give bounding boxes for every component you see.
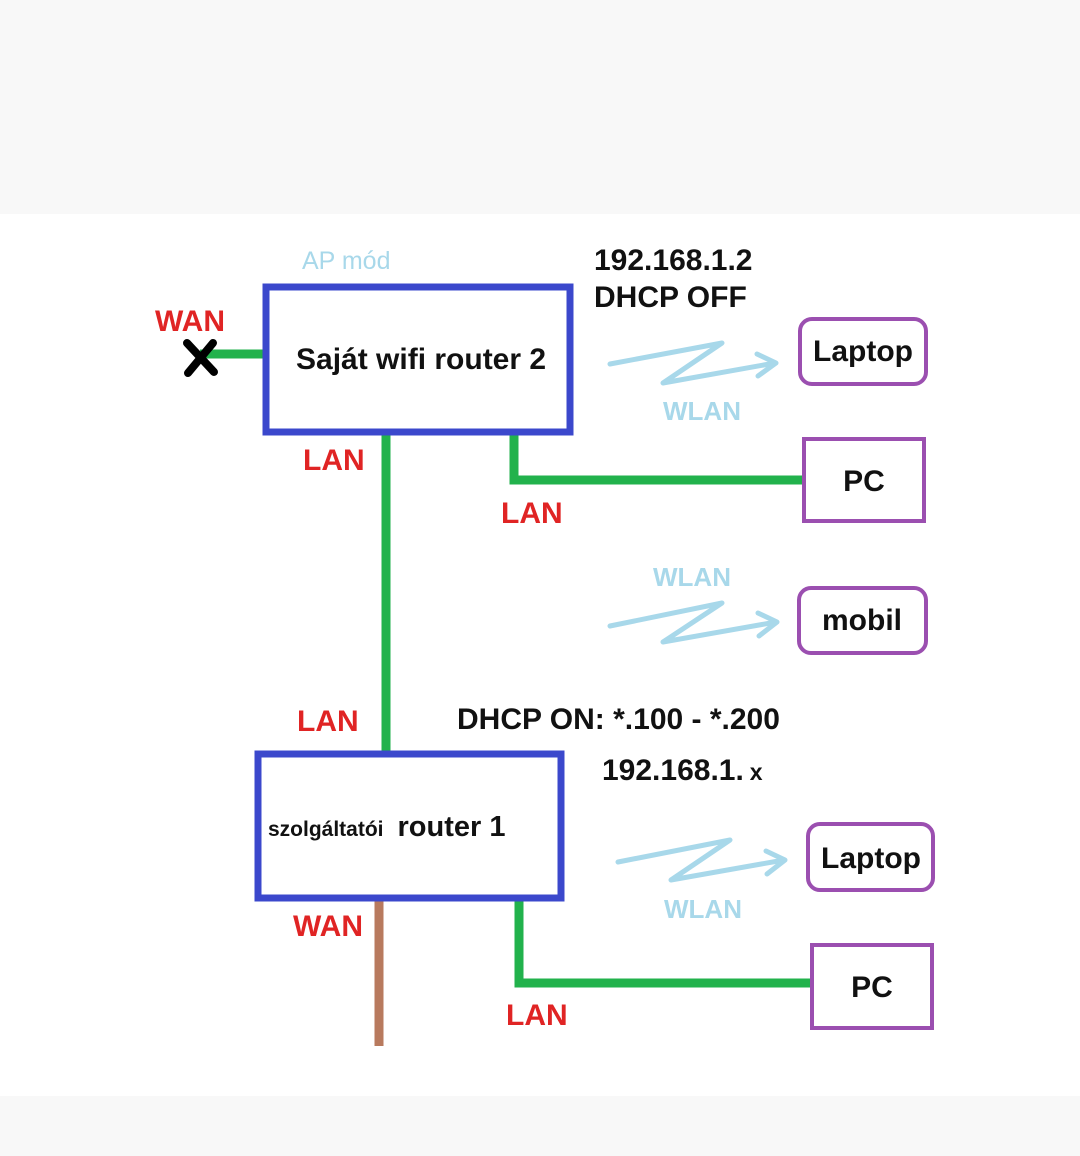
mobil-box [797,586,928,655]
wlan-arrow-bottom-icon [615,837,788,883]
laptop-bottom-label: Laptop [821,842,921,875]
disconnected-x-icon [183,339,218,377]
lan-line-router1-pc [514,898,815,988]
wlan-arrow-top-icon [607,340,779,386]
router2-lan-down-label: LAN [303,444,365,477]
pc-top-label: PC [843,465,885,498]
router2-label: Saját wifi router 2 [296,343,546,376]
laptop-top-label: Laptop [813,335,913,368]
wlan-middle-label: WLAN [653,562,731,592]
router2-lan-pc-label: LAN [501,497,563,530]
laptop-top-box [798,317,928,386]
mobil-label: mobil [822,604,902,637]
router2-mode-label: AP mód [302,247,390,275]
router1-dhcp-label: DHCP ON: *.100 - *.200 [457,703,780,736]
router1-label-main: router 1 [398,811,506,843]
router2-wan-label: WAN [155,305,225,338]
router1-label-prefix: szolgáltatói [268,818,384,841]
router1-lan-pc-label: LAN [506,999,568,1032]
router1-label: szolgáltatói router 1 [268,811,506,843]
pc-top-box [802,437,926,523]
laptop-bottom-box [806,822,935,892]
router1-box [254,750,565,902]
lan-line-router2-pc [509,432,808,485]
router2-dhcp-label: DHCP OFF [594,281,747,314]
wlan-top-label: WLAN [663,396,741,426]
pc-bottom-box [810,943,934,1030]
wlan-arrow-middle-icon [607,600,780,645]
router1-ip-label: 192.168.1.x [602,754,763,787]
router1-wan-label: WAN [293,910,363,943]
router2-box [262,283,574,436]
wlan-bottom-label: WLAN [664,894,742,924]
pc-bottom-label: PC [851,971,893,1004]
router1-ip-suffix: x [750,759,763,785]
router1-ip-prefix: 192.168.1. [602,754,744,787]
router2-ip-label: 192.168.1.2 [594,244,752,277]
router1-lan-up-label: LAN [297,705,359,738]
